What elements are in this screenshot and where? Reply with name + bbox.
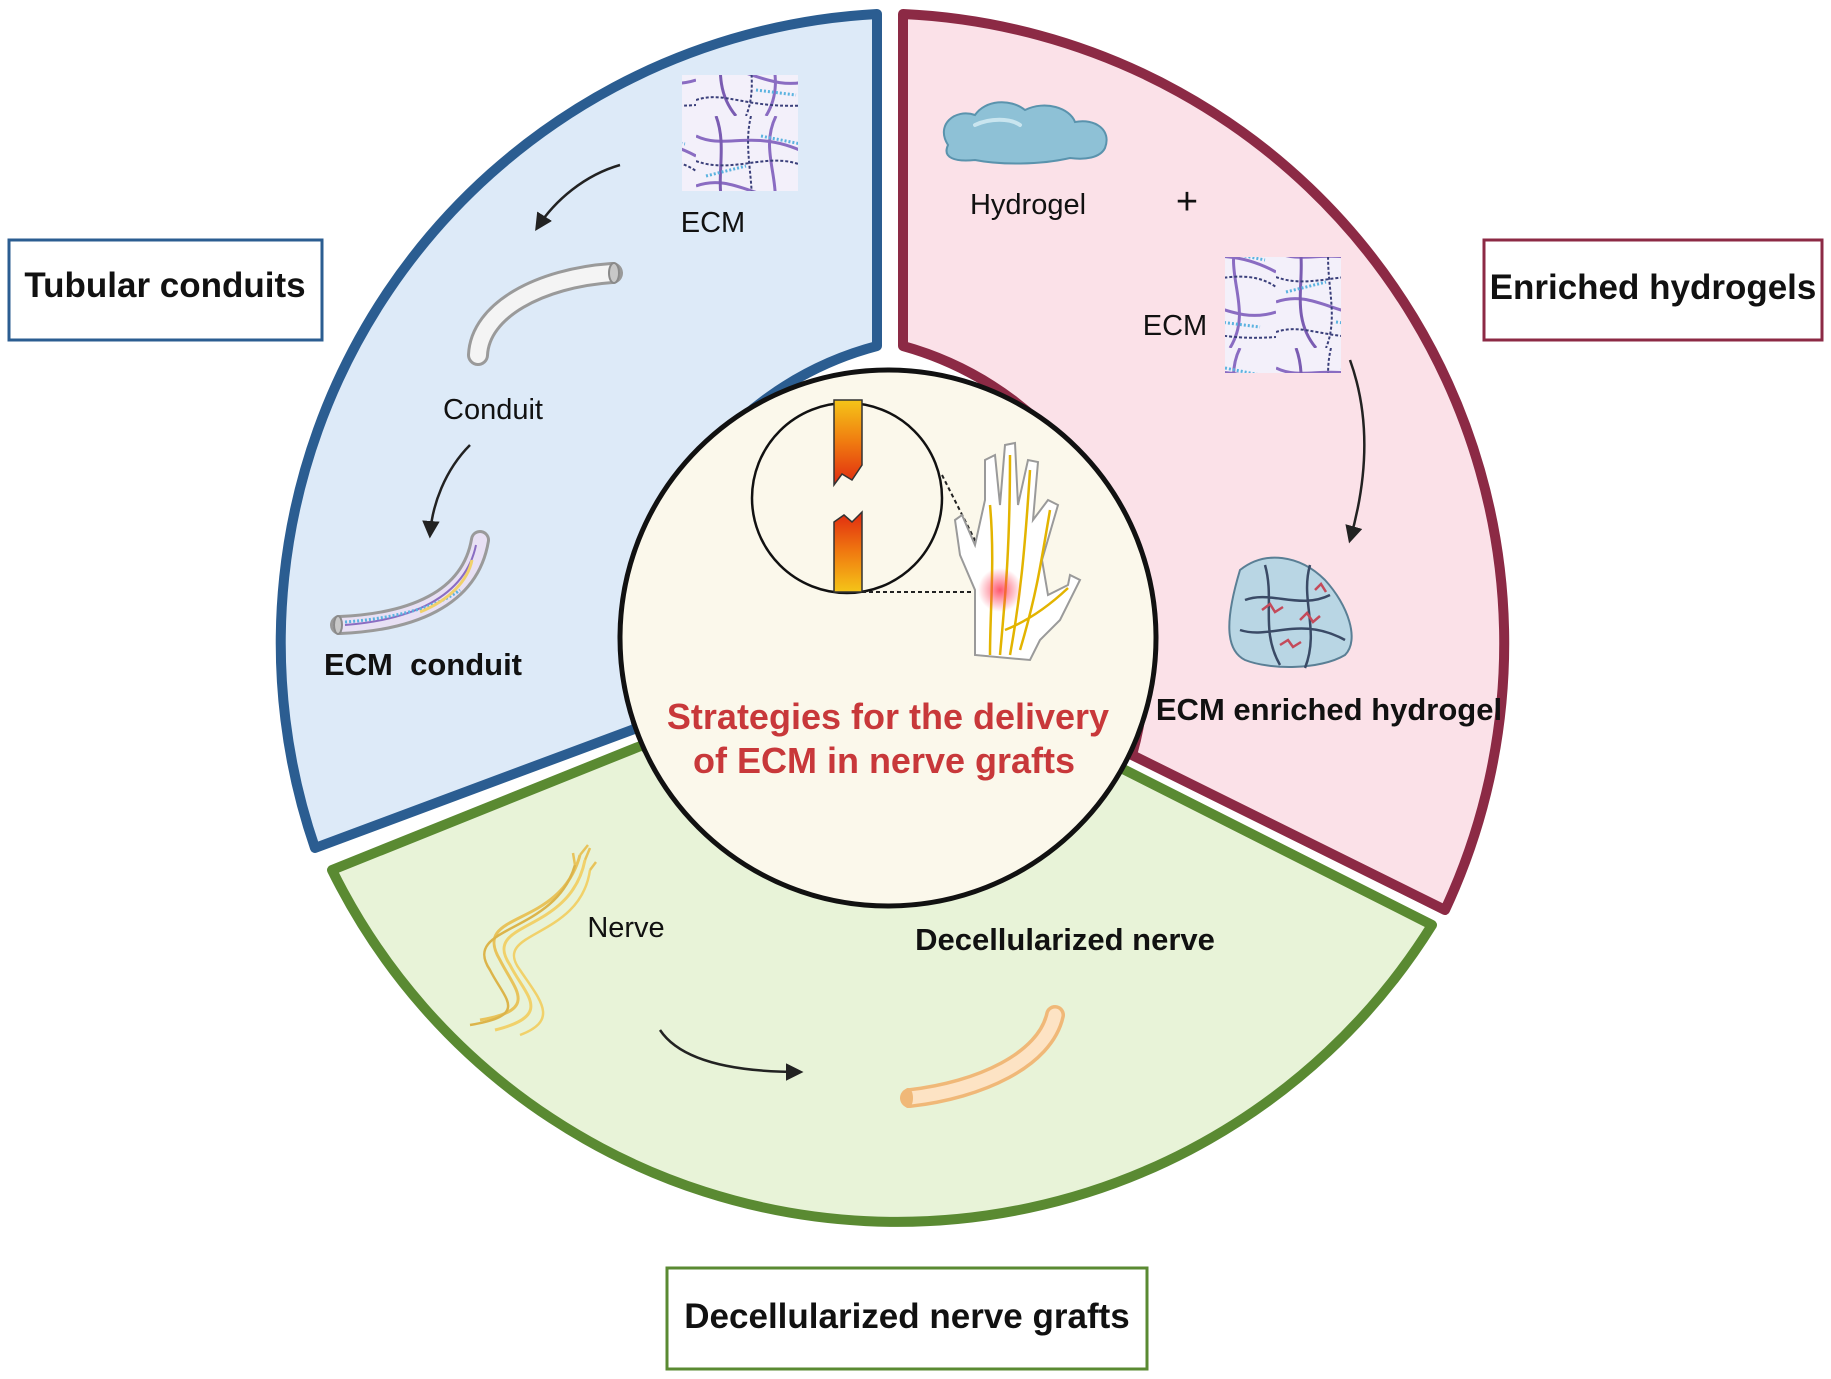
ecm-conduit-icon	[330, 530, 490, 635]
conduit-label: Conduit	[443, 394, 543, 426]
ecm-label: ECM	[1143, 310, 1207, 342]
ecm-enriched-hydrogel-icon	[1228, 556, 1353, 669]
tubular-conduits-title: Tubular conduits	[24, 266, 305, 305]
center-title-line1: Strategies for the delivery	[667, 696, 1109, 737]
ecm-label: ECM	[681, 207, 745, 239]
ecm-enriched-hydrogel-label: ECM enriched hydrogel	[1156, 692, 1502, 727]
arrow-ecm-to-conduit	[535, 163, 621, 231]
decellularized-nerve-label: Decellularized nerve	[915, 922, 1215, 957]
nerve-icon	[469, 844, 597, 1037]
nerve-label: Nerve	[587, 912, 664, 944]
decellularized-nerve-grafts-box	[665, 1266, 1149, 1371]
conduit-icon	[467, 262, 623, 366]
enriched-hydrogels-box	[1482, 238, 1824, 342]
tubular-conduits-box	[7, 238, 324, 342]
arrow-nerve-to-decellularized	[658, 1029, 804, 1081]
ecm-conduit-label: ECM conduit	[324, 647, 522, 682]
ecm-fiber-icon	[682, 75, 798, 191]
hydrogel-label: Hydrogel	[970, 189, 1086, 221]
decellularized-nerve-grafts-title: Decellularized nerve grafts	[684, 1297, 1129, 1336]
hydrogel-icon	[942, 101, 1108, 165]
ecm-fiber-icon	[1225, 257, 1341, 373]
arrow-conduit-to-ecm-conduit	[422, 444, 471, 539]
nerve-injury-icon	[750, 399, 996, 595]
hand-nerve-icon	[953, 441, 1082, 662]
arrow-ecm-to-enriched-hydrogel	[1345, 359, 1366, 544]
decellularized-nerve-icon	[900, 1005, 1065, 1108]
enriched-hydrogels-title: Enriched hydrogels	[1490, 268, 1817, 307]
center-title-line2: of ECM in nerve grafts	[693, 740, 1075, 781]
plus-label: +	[1176, 181, 1198, 223]
